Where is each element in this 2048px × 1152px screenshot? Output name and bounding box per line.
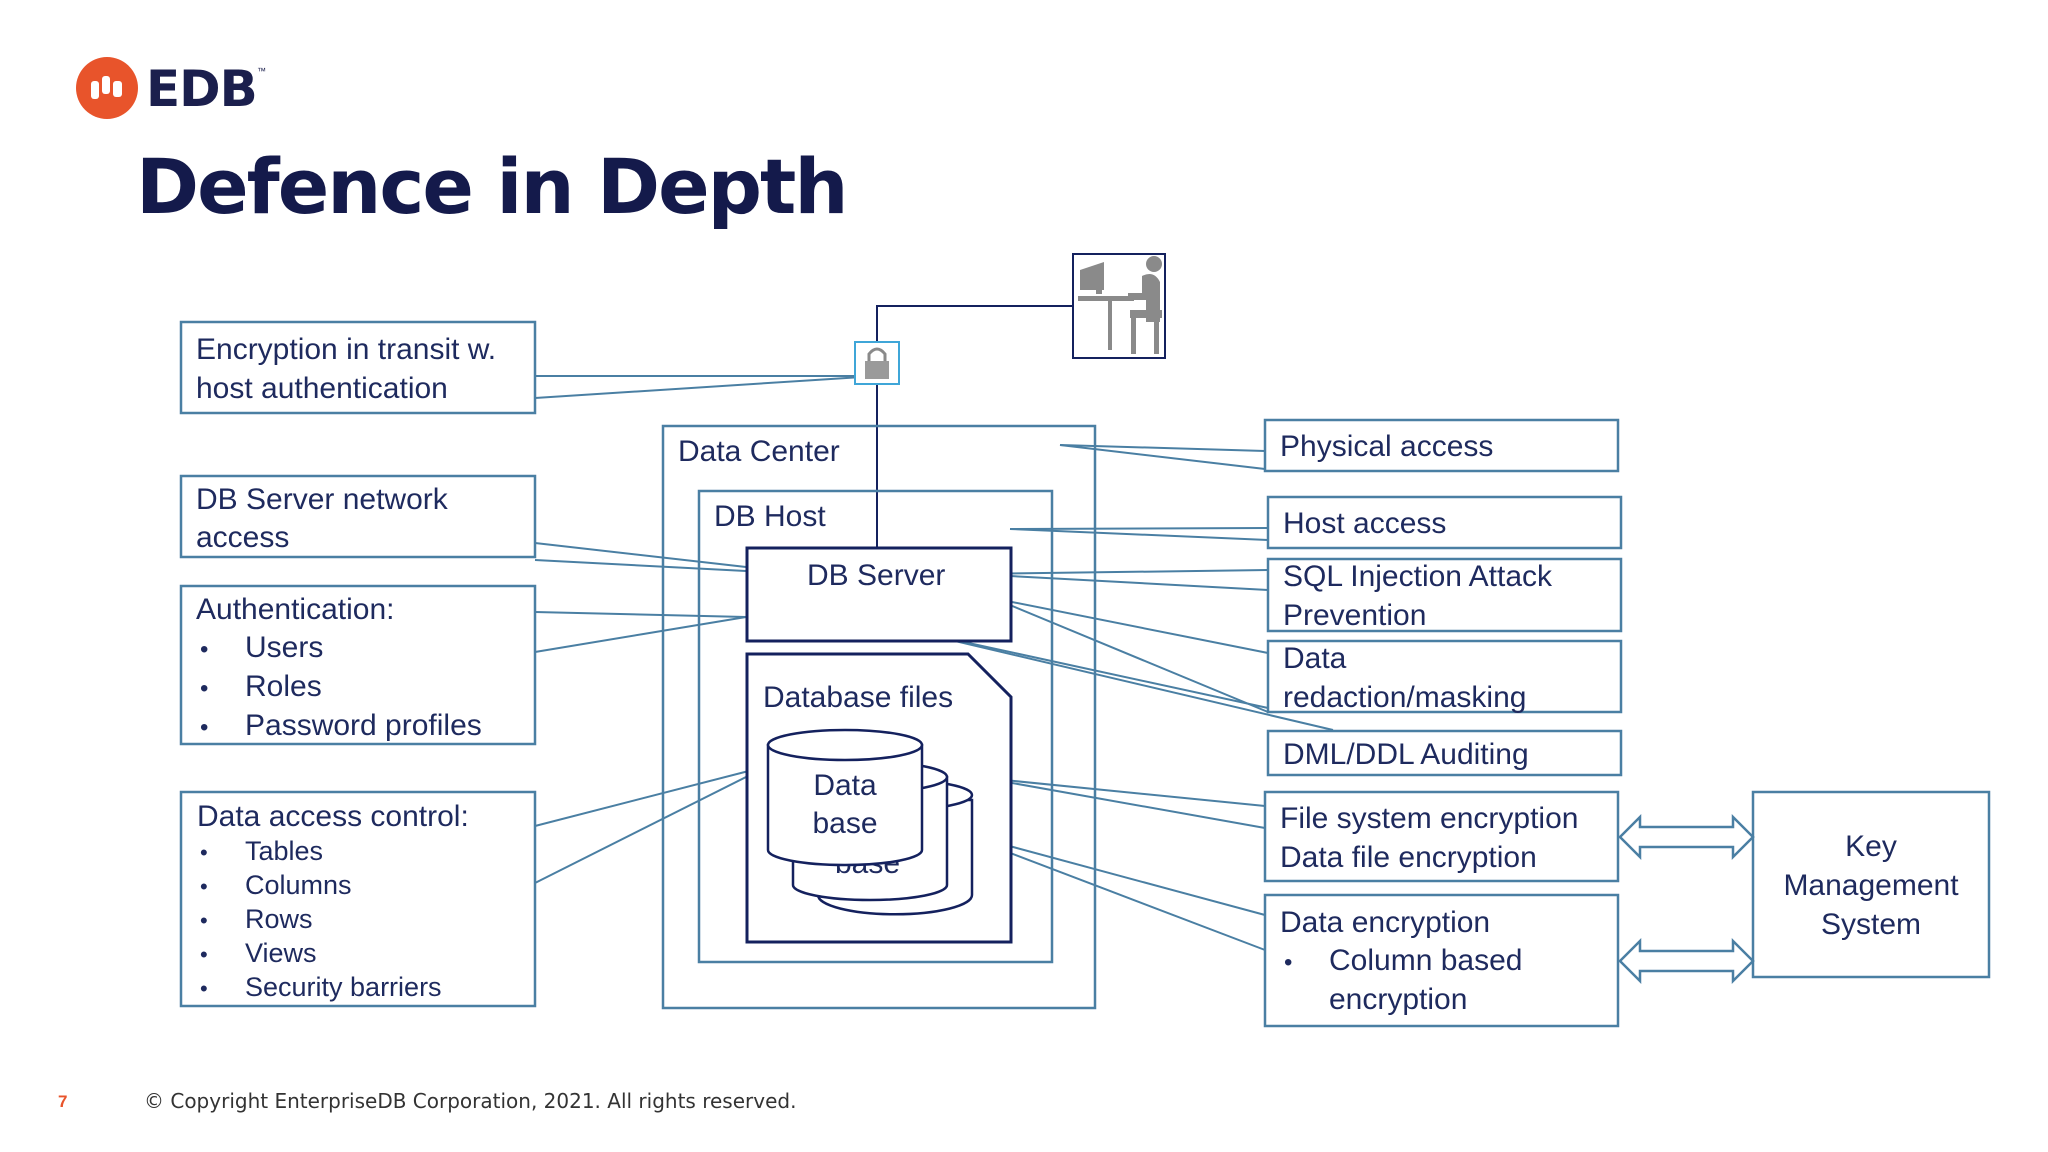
data-center-box — [661, 424, 1097, 1010]
box-authentication: Authentication: • Users • Roles • Passwo… — [179, 584, 537, 746]
dac-bullet-3: • — [200, 908, 208, 933]
double-arrow-fs-kms — [1618, 813, 1755, 861]
user-at-computer-icon — [1072, 253, 1166, 359]
brand-trademark: ™ — [257, 66, 266, 76]
box-key-management: Key Management System — [1751, 790, 1991, 979]
data-enc-bullet: • — [1284, 949, 1292, 976]
brand-name: EDB — [146, 60, 258, 118]
auth-bullet-1: • — [200, 636, 208, 663]
fs-line-1: File system encryption — [1280, 802, 1578, 835]
lock-icon — [854, 341, 900, 385]
box-encryption-transit: Encryption in transit w. host authentica… — [179, 320, 537, 415]
user-connection — [876, 305, 1072, 548]
network-line-1: DB Server network — [196, 483, 449, 516]
fs-line-2: Data file encryption — [1280, 841, 1537, 874]
kms-line-2: Management — [1783, 869, 1959, 902]
database-cylinder-front: Data base — [766, 728, 924, 867]
box-data-access-control: Data access control: • Tables • Columns … — [179, 790, 537, 1008]
transit-line-1: Encryption in transit w. — [196, 333, 496, 366]
database-files-label: Database files — [763, 681, 953, 714]
kms-line-1: Key — [1845, 830, 1897, 863]
sql-line-1: SQL Injection Attack — [1283, 560, 1553, 593]
database-label-2: base — [812, 807, 877, 840]
auth-bullet-3: • — [200, 714, 208, 741]
page-title: Defence in Depth — [136, 142, 848, 231]
box-redaction: Data redaction/masking — [1266, 639, 1623, 714]
dac-item-tables: Tables — [245, 836, 323, 866]
redaction-line-1: Data — [1283, 642, 1347, 675]
auditing-label: DML/DDL Auditing — [1283, 738, 1529, 771]
physical-label: Physical access — [1280, 430, 1493, 463]
host-label: Host access — [1283, 507, 1446, 540]
page-number: 7 — [58, 1092, 68, 1111]
box-physical-access: Physical access — [1263, 418, 1620, 473]
sql-line-2: Prevention — [1283, 599, 1426, 632]
auth-item-password: Password profiles — [245, 709, 482, 742]
db-host-label: DB Host — [714, 500, 826, 533]
network-line-2: access — [196, 521, 289, 554]
dac-bullet-2: • — [200, 874, 208, 899]
redaction-line-2: redaction/masking — [1283, 681, 1526, 714]
data-enc-item-2: encryption — [1329, 983, 1467, 1016]
dac-item-rows: Rows — [245, 904, 313, 934]
box-host-access: Host access — [1266, 495, 1623, 550]
connector-lines — [534, 375, 1334, 951]
database-label-1: Data — [813, 769, 877, 802]
copyright-text: © Copyright EnterpriseDB Corporation, 20… — [144, 1089, 797, 1113]
auth-title: Authentication: — [196, 593, 394, 626]
dac-bullet-4: • — [200, 942, 208, 967]
data-enc-item-1: Column based — [1329, 944, 1522, 977]
box-fs-encryption: File system encryption Data file encrypt… — [1263, 790, 1620, 883]
db-host-box — [697, 489, 1054, 964]
auth-item-roles: Roles — [245, 670, 322, 703]
auth-item-users: Users — [245, 631, 323, 664]
edb-logo-icon — [76, 57, 138, 119]
data-center-label: Data Center — [678, 435, 840, 468]
box-data-encryption: Data encryption • Column based encryptio… — [1263, 893, 1620, 1028]
dac-item-security-barriers: Security barriers — [245, 972, 442, 1002]
auth-bullet-2: • — [200, 675, 208, 702]
kms-line-3: System — [1821, 908, 1921, 941]
box-sql-injection: SQL Injection Attack Prevention — [1266, 557, 1623, 633]
dac-item-columns: Columns — [245, 870, 352, 900]
db-server-box — [745, 546, 1013, 643]
dac-bullet-5: • — [200, 976, 208, 1001]
db-server-label: DB Server — [807, 559, 945, 592]
box-auditing: DML/DDL Auditing — [1266, 729, 1623, 777]
transit-line-2: host authentication — [196, 372, 448, 405]
dac-bullet-1: • — [200, 840, 208, 865]
data-enc-title: Data encryption — [1280, 906, 1490, 939]
double-arrow-enc-kms — [1618, 937, 1755, 985]
dac-title: Data access control: — [197, 800, 469, 833]
dac-item-views: Views — [245, 938, 317, 968]
box-network-access: DB Server network access — [179, 474, 537, 559]
